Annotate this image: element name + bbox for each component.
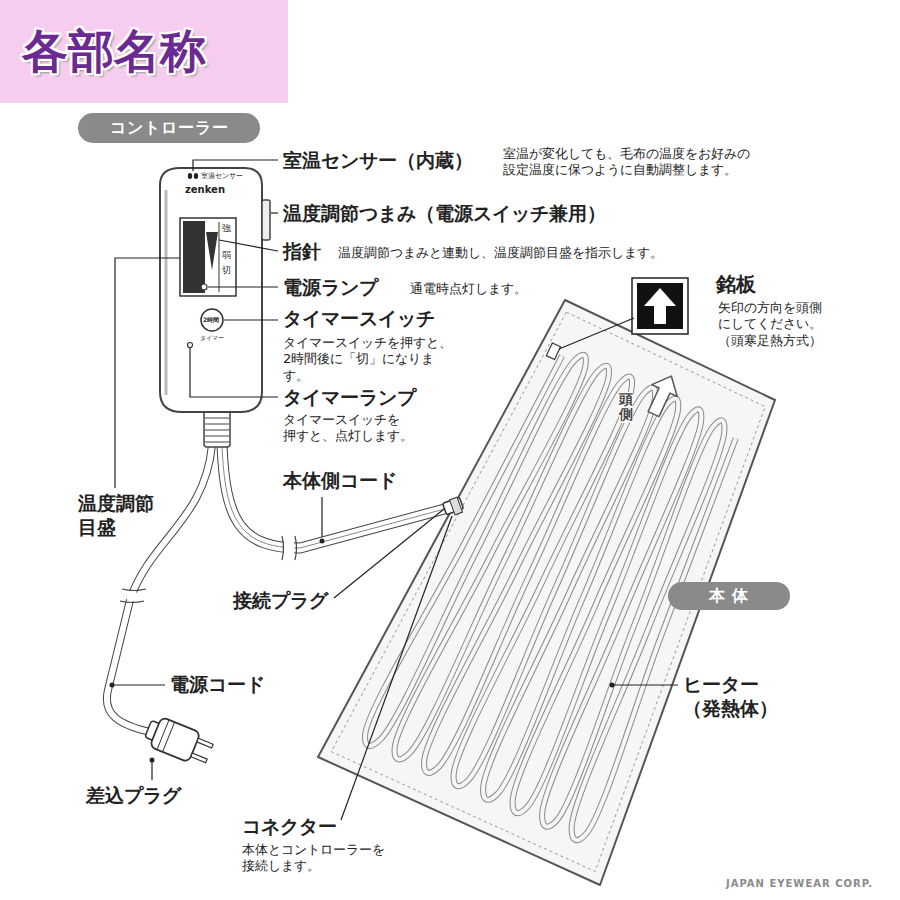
part-name: ヒーター （発熱体） <box>683 673 780 721</box>
part-name: タイマースイッチ <box>283 307 435 331</box>
rating-plate-tag <box>546 343 560 359</box>
controller-housing <box>160 168 262 412</box>
leader-dot <box>150 758 155 763</box>
plate-fill <box>637 283 683 329</box>
scale-marking: 切 <box>222 265 231 276</box>
part-name: コネクター <box>242 815 337 839</box>
device-marking: タイマー <box>200 334 224 342</box>
plug-prong <box>191 753 207 763</box>
part-name: 指針 <box>283 240 321 264</box>
title-text: 各部名称 <box>22 21 206 83</box>
timer-lamp <box>188 343 193 348</box>
leader-dot <box>610 683 615 688</box>
part-name: タイマーランプ <box>283 386 416 410</box>
leader-dot <box>320 539 325 544</box>
part-name: 電源ランプ <box>283 276 378 300</box>
leader-line <box>224 319 278 320</box>
title-band: 各部名称 <box>0 0 288 103</box>
leader-lines <box>112 160 678 820</box>
timer-switch <box>201 309 223 331</box>
pointer <box>206 232 218 270</box>
leader-line <box>341 516 452 820</box>
leader-dot <box>110 683 115 688</box>
leader-line <box>612 684 678 685</box>
part-name: 室温センサー（内蔵） <box>283 149 473 173</box>
leader-line <box>193 160 278 171</box>
device-marking: 室温センサー <box>201 172 243 181</box>
part-name: 温度調節 目盛 <box>78 492 160 540</box>
part-note: 矢印の方向を頭側 にしてください。 （頭寒足熱方式） <box>718 300 828 349</box>
cord-outline <box>222 445 452 548</box>
leader-line <box>190 348 278 397</box>
plug-ridges <box>157 720 175 752</box>
button-marking: 2時間 <box>203 316 219 324</box>
scale-line <box>219 222 220 292</box>
ridge <box>205 418 229 419</box>
leader-line <box>559 318 634 349</box>
part-note: 本体とコントローラーを 接続します。 <box>242 842 392 875</box>
strain-relief-ridges <box>205 418 229 442</box>
direction-mark: 頭側 <box>619 392 633 423</box>
part-name: 接続プラグ <box>233 589 328 613</box>
part-name: 本体側コード <box>283 469 397 493</box>
watermark: JAPAN EYEWEAR CORP. <box>726 878 873 891</box>
part-name: 温度調節つまみ（電源スイッチ兼用） <box>283 202 606 226</box>
body-side-cord <box>222 445 452 560</box>
controller <box>160 168 270 447</box>
leader-line <box>219 240 278 251</box>
part-note: 温度調節つまみと連動し、温度調節目盛を指示します。 <box>338 245 663 261</box>
node-label: 本 体 <box>709 586 750 607</box>
cord-core <box>222 445 452 548</box>
scale-marking: 弱 <box>222 250 231 261</box>
room-sensor <box>194 173 198 179</box>
connector-socket <box>450 497 463 515</box>
leader-line <box>112 684 165 685</box>
ridge <box>205 436 229 437</box>
part-note: 室温が変化しても、毛布の温度をお好みの 設定温度に保つように自動調整します。 <box>503 146 757 179</box>
plug-prong <box>197 738 213 748</box>
part-note: タイマースイッチを 押すと、点灯します。 <box>283 412 415 445</box>
scale-marking: 強 <box>222 223 231 234</box>
part-note: タイマースイッチを押すと、 2時間後に「切」になります。 <box>283 335 458 384</box>
break-mark <box>282 536 297 560</box>
cord-break <box>284 538 294 560</box>
cord-fill <box>222 445 452 548</box>
head-arrow <box>641 370 684 420</box>
break-mark <box>120 589 146 603</box>
plate-arrow <box>644 288 676 324</box>
leader-line <box>115 258 180 488</box>
section-pill: コントローラー <box>78 113 260 143</box>
part-note: 通電時点灯します。 <box>410 281 527 297</box>
connection-plug <box>442 497 463 514</box>
brand-marking: zenken <box>185 184 225 197</box>
ridge <box>205 424 229 425</box>
housing-shade <box>165 190 168 395</box>
plate-frame <box>632 278 688 334</box>
leader-line <box>271 212 278 213</box>
leader-line <box>321 497 322 537</box>
part-name: 銘板 <box>716 272 756 297</box>
power-lamp <box>201 284 207 290</box>
part-name: 差込プラグ <box>86 784 181 808</box>
room-sensor <box>188 173 192 179</box>
ridge <box>205 430 229 431</box>
leader-line <box>208 286 278 287</box>
plug <box>142 714 215 768</box>
scale-window-dark <box>183 221 205 293</box>
ridge <box>205 442 229 443</box>
section-pill: 本 体 <box>668 582 790 610</box>
rating-plate-icon <box>632 278 688 334</box>
scale-window <box>180 218 236 296</box>
part-name: 電源コード <box>170 673 265 697</box>
leader-line <box>151 762 152 780</box>
temperature-knob <box>262 200 270 240</box>
node-label: コントローラー <box>110 118 229 139</box>
